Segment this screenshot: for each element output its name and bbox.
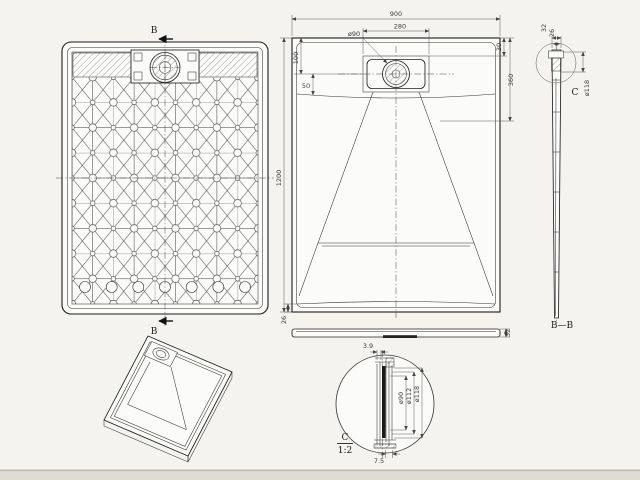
dim-offset-top-text: 30 [495,43,503,51]
dim-length: 1200 [275,37,292,313]
section-body [551,49,562,319]
detail-marker-label: C [572,88,579,98]
section-label: B—B [551,321,574,331]
profile-drain-outlet [383,335,417,338]
hatch-left [72,52,132,78]
view-section: C 32 26 ø118 B—B [535,24,591,331]
section-drain-flange [548,50,564,59]
dim-50-text: 50 [302,82,310,90]
dim-360-text: 360 [507,74,515,86]
section-marker-bottom-label: B [151,327,158,337]
plan-inner-rim [296,42,496,308]
dim-detail-dia112: ø112 [392,371,416,435]
dim-39-text: 3.9 [363,342,373,350]
detail-scale: 1:2 [338,446,352,456]
dim-detail-dia112-text: ø112 [405,388,413,404]
hatch-right [198,52,258,78]
dim-100: 100 [292,37,363,75]
dim-drain-dia: ø90 [348,30,388,64]
section-marker-top-label: B [151,26,158,36]
dim-section-26: 26 [548,29,560,46]
dim-length-text: 1200 [275,170,283,187]
dim-drain-dia-text: ø90 [348,30,360,38]
dim-detail-dia90: ø90 [390,375,408,431]
section-marker-top: B [151,26,173,44]
section-marker-bottom: B [151,316,173,337]
dim-100-text: 100 [292,52,300,64]
dim-detail-dia90-text: ø90 [397,392,405,404]
view-isometric [103,335,233,463]
dim-rim-text: 26 [280,316,288,324]
dim-drain-width-text: 280 [394,23,406,31]
dim-dia118: ø118 [561,51,591,96]
iso-top-face [103,335,233,457]
page-edge-shadow [0,470,640,480]
dim-section-32: 32 [540,24,562,48]
dim-360: 360 [440,37,515,122]
view-plan: 900 280 ø90 30 100 50 360 [275,10,515,324]
dim-section-32-text: 32 [540,24,548,32]
iso-rim [110,341,226,451]
dim-section-26-text: 26 [548,29,556,37]
view-bottom: B B [56,26,274,337]
iso-slope-lines [127,361,187,430]
dim-dia118-text: ø118 [583,80,591,96]
dim-75: 7.5 [374,450,400,465]
detail-part [373,357,397,449]
dim-thickness: 32 [500,328,512,338]
dim-75-text: 7.5 [374,457,384,465]
foot-circles [79,281,251,293]
dim-50: 50 [302,73,315,96]
dim-detail-dia118: ø118 [394,367,424,439]
dim-overall-width: 900 [291,10,501,36]
detail-title-letter: C [342,433,349,443]
dim-39: 3.9 [363,342,388,360]
detail-title: C 1:2 [337,433,353,456]
view-detail: 3.9 ø90 ø112 ø118 7.5 C 1:2 [335,342,435,465]
view-profile: 32 [291,328,512,338]
dim-drain-width: 280 [362,23,430,54]
dim-detail-dia118-text: ø118 [413,386,421,402]
section-drain-hatch [551,57,561,72]
dim-thickness-text: 32 [504,329,512,337]
dim-rim: 26 [280,303,297,324]
iso-drain [144,341,178,367]
dim-overall-width-text: 900 [390,10,402,18]
section-joints [552,79,561,273]
